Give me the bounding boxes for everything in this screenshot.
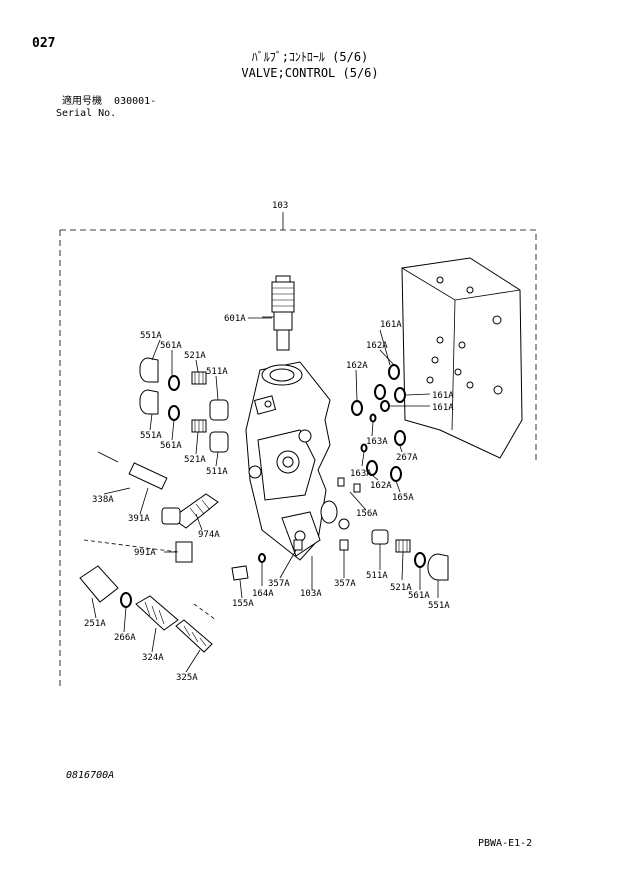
label-521A-lower: 521A [390, 583, 412, 593]
label-324A: 324A [142, 653, 164, 663]
label-521A-middle: 521A [184, 455, 206, 465]
serial-info: 適用号機 030001- Serial No. [56, 96, 157, 120]
label-325A: 325A [176, 673, 198, 683]
label-162A-left: 162A [346, 361, 368, 371]
label-165A: 165A [392, 493, 414, 503]
label-601A: 601A [224, 314, 246, 324]
label-155A: 155A [232, 599, 254, 609]
title-english: VALVE;CONTROL (5/6) [241, 66, 379, 80]
leader-lines [91, 317, 439, 673]
label-511A-upper: 511A [206, 367, 228, 377]
label-162A-lower: 162A [370, 481, 392, 491]
title-japanese: ﾊﾞﾙﾌﾞ;ｺﾝﾄﾛｰﾙ (5/6) [251, 50, 369, 64]
label-266A: 266A [114, 633, 136, 643]
serial-label-en: Serial No. [56, 108, 117, 119]
valve-housing-background [401, 257, 523, 459]
serial-label-jp: 適用号機 [62, 96, 102, 107]
valve-body [245, 361, 350, 561]
label-164A: 164A [252, 589, 274, 599]
label-551A-upper: 551A [140, 331, 162, 341]
label-161A-right-a: 161A [432, 391, 454, 401]
part-labels: 103 601A 551A 561A 521A 511A 551A 561A 5… [84, 201, 454, 683]
label-251A: 251A [84, 619, 106, 629]
label-561A-upper: 561A [160, 341, 182, 351]
left-plug-set [139, 357, 229, 453]
assembly-boundary [59, 212, 537, 690]
lower-left-parts [79, 539, 217, 653]
label-338A: 338A [92, 495, 114, 505]
label-267A: 267A [396, 453, 418, 463]
drawing-code: 0816700A [66, 770, 115, 781]
label-163A-lower: 163A [350, 469, 372, 479]
relief-valve-601A [262, 275, 295, 351]
label-991A: 991A [134, 548, 156, 558]
label-163A-upper: 163A [366, 437, 388, 447]
lower-right-plug-set [231, 529, 449, 581]
label-511A-middle: 511A [206, 467, 228, 477]
label-511A-lower: 511A [366, 571, 388, 581]
label-561A-middle: 561A [160, 441, 182, 451]
serial-value: 030001- [114, 96, 157, 107]
label-551A-middle: 551A [140, 431, 162, 441]
label-551A-lower: 551A [428, 601, 450, 611]
label-103A: 103A [300, 589, 322, 599]
label-521A-upper: 521A [184, 351, 206, 361]
label-974A: 974A [198, 530, 220, 540]
label-391A: 391A [128, 514, 150, 524]
page-code: PBWA-E1-2 [478, 838, 533, 849]
spool-bolt-set [97, 451, 219, 563]
label-161A-top: 161A [380, 320, 402, 330]
label-357A-right: 357A [334, 579, 356, 589]
label-162A-top: 162A [366, 341, 388, 351]
label-156A: 156A [356, 509, 378, 519]
label-357A-left: 357A [268, 579, 290, 589]
label-103: 103 [272, 201, 288, 211]
label-561A-lower: 561A [408, 591, 430, 601]
page-number: 027 [32, 36, 56, 51]
label-161A-right-b: 161A [432, 403, 454, 413]
